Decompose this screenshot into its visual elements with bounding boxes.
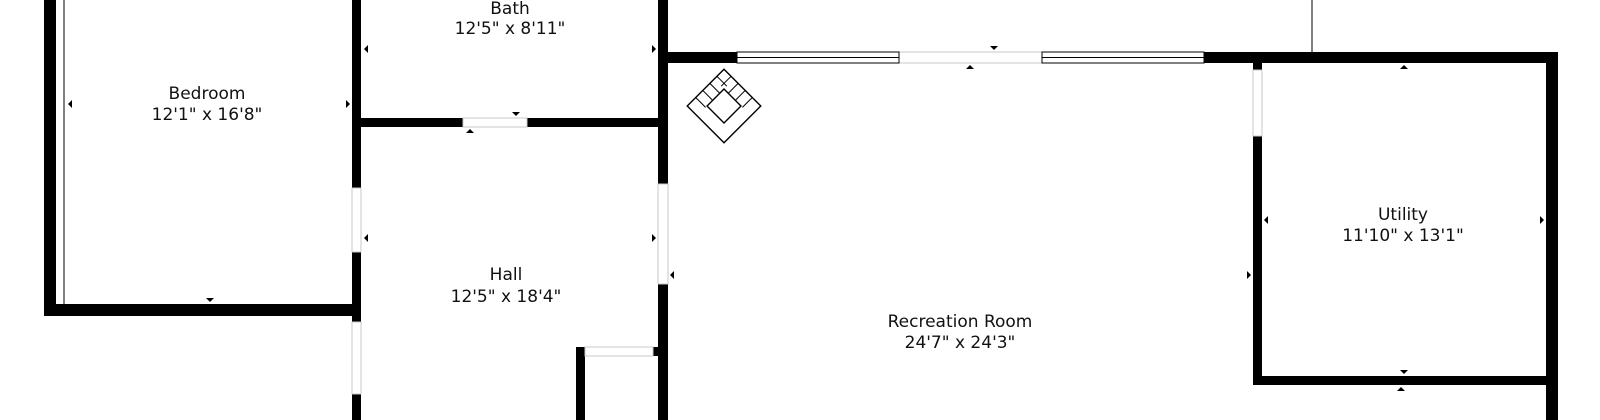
door-openings — [351, 51, 1263, 395]
utility-name: Utility — [1378, 205, 1428, 225]
hall-name: Hall — [490, 265, 523, 285]
recreation-north-door — [897, 51, 1043, 64]
bedroom-door-opening — [351, 187, 362, 253]
bedroom-west-wall — [44, 0, 56, 316]
bath-door-opening — [462, 117, 528, 128]
bath-east-wall — [658, 0, 668, 130]
fireplace-icon — [686, 68, 762, 144]
bedroom-name: Bedroom — [169, 84, 246, 104]
hall-recreation-opening — [657, 183, 669, 285]
bath-name: Bath — [490, 0, 530, 19]
utility-door-opening — [1252, 69, 1263, 137]
hall-west-opening — [351, 321, 362, 395]
utility-east-wall — [1546, 52, 1558, 420]
hall-dimensions: 12'5" x 18'4" — [451, 287, 562, 307]
closet-door-opening — [584, 346, 654, 357]
bath-dimensions: 12'5" x 8'11" — [455, 19, 566, 39]
windows — [736, 51, 1205, 64]
bedroom-south-wall — [44, 304, 360, 316]
recreation-room-dimensions: 24'7" x 24'3" — [905, 333, 1016, 353]
utility-south-wall — [1253, 376, 1558, 385]
recreation-room-name: Recreation Room — [888, 312, 1033, 332]
utility-dimensions: 11'10" x 13'1" — [1342, 226, 1464, 246]
bedroom-dimensions: 12'1" x 16'8" — [152, 105, 263, 125]
dimension-markers — [68, 45, 1544, 391]
closet-west-wall — [576, 347, 585, 420]
utility-west-wall — [1253, 52, 1262, 385]
room-labels: Bath 12'5" x 8'11" Bedroom 12'1" x 16'8"… — [152, 0, 1464, 353]
